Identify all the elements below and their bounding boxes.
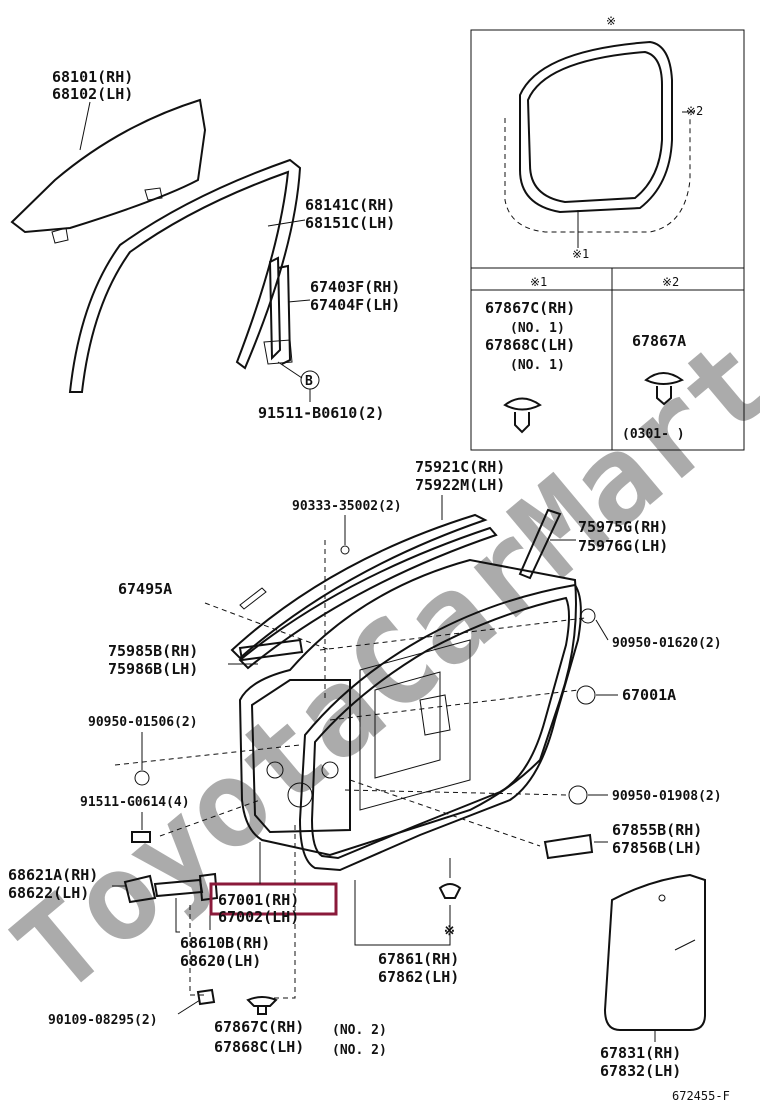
- label-pad-lh: 67856B(LH): [612, 839, 702, 857]
- inset-col1-line4: (NO. 1): [510, 358, 565, 373]
- label-hinge-lh: 68620(LH): [180, 952, 261, 970]
- label-belt-lh: 75922M(LH): [415, 476, 505, 494]
- pillar-moulding: [518, 508, 562, 580]
- screw-90109: [196, 988, 216, 1006]
- label-bolt-g: 91511-G0614(4): [80, 795, 190, 810]
- label-pad-rh: 67855B(RH): [612, 821, 702, 839]
- door-label-highlight: [209, 882, 338, 916]
- label-moulding-lh: 75976G(LH): [578, 537, 668, 555]
- label-no2-b: (NO. 2): [332, 1043, 387, 1058]
- door-weatherstrip: [298, 583, 582, 872]
- label-door-rh: 67001(RH): [218, 891, 299, 909]
- label-clip2-lh: 67868C(LH): [214, 1038, 304, 1056]
- label-film-lh: 67832(LH): [600, 1062, 681, 1080]
- tape-piece: [239, 587, 267, 610]
- label-door-lh: 67002(LH): [218, 908, 299, 926]
- inset-marker-1: ※1: [572, 247, 589, 261]
- belt-moulding: [230, 513, 498, 670]
- label-check-rh: 68621A(RH): [8, 866, 98, 884]
- door-check: [123, 872, 219, 904]
- weatherstrip-clip: [438, 883, 462, 899]
- clip-67867c-no2: [246, 996, 278, 1015]
- frame-sash: [263, 256, 293, 365]
- label-plug-01908: 90950-01908(2): [612, 789, 722, 804]
- label-panel-plug: 67001A: [622, 686, 676, 704]
- inset-col2-line1: 67867A: [632, 332, 686, 350]
- label-bolt-b: 91511-B0610(2): [258, 404, 384, 422]
- label-frame-lh: 67404F(LH): [310, 296, 400, 314]
- service-hole-cover: [603, 873, 706, 1031]
- star-bottom: ※: [444, 924, 455, 939]
- clip-90333: [340, 545, 350, 555]
- silencer-pad: [543, 833, 594, 860]
- label-glass-rh: 68101(RH): [52, 68, 133, 86]
- inset-col1-line1: 67867C(RH): [485, 299, 575, 317]
- label-weatherstrip-lh: 67862(LH): [378, 968, 459, 986]
- inset-weatherstrip: [519, 40, 673, 214]
- door-glass: [10, 98, 207, 244]
- glass-run: [68, 158, 302, 393]
- inset-col2-line2: (0301- ): [622, 427, 685, 442]
- label-tape: 67495A: [118, 580, 172, 598]
- front-door-panel: [238, 558, 577, 857]
- label-run-lh: 68151C(LH): [305, 214, 395, 232]
- diagram-id: 672455-F: [672, 1089, 730, 1103]
- garnish-strip: [238, 638, 304, 662]
- label-clip-90333: 90333-35002(2): [292, 499, 402, 514]
- label-hinge-rh: 68610B(RH): [180, 934, 270, 952]
- label-clip2-rh: 67867C(RH): [214, 1018, 304, 1036]
- label-belt-rh: 75921C(RH): [415, 458, 505, 476]
- label-garnish-lh: 75986B(LH): [108, 660, 198, 678]
- inset-clip-67867a: [644, 372, 685, 406]
- inset-box: ※ ※2 ※1 ※1 ※2 67867C(RH) (NO. 1) 67868C(…: [470, 14, 745, 451]
- inset-marker-2: ※2: [686, 104, 703, 118]
- plug-67001a: [576, 685, 596, 705]
- plug-90950-01908: [568, 785, 588, 805]
- label-screw: 90109-08295(2): [48, 1013, 158, 1028]
- label-frame-rh: 67403F(RH): [310, 278, 400, 296]
- inset-marker: ※: [606, 14, 616, 28]
- bolt-91511-g0614: [131, 831, 151, 843]
- plug-90950-01506: [134, 770, 150, 786]
- label-moulding-rh: 75975G(RH): [578, 518, 668, 536]
- label-glass-lh: 68102(LH): [52, 85, 133, 103]
- label-plug-01620: 90950-01620(2): [612, 636, 722, 651]
- label-garnish-rh: 75985B(RH): [108, 642, 198, 660]
- inset-col1-line3: 67868C(LH): [485, 336, 575, 354]
- label-no2-a: (NO. 2): [332, 1023, 387, 1038]
- label-run-rh: 68141C(RH): [305, 196, 395, 214]
- label-plug-01506: 90950-01506(2): [88, 715, 198, 730]
- inset-col1-header: ※1: [530, 275, 547, 289]
- label-film-rh: 67831(RH): [600, 1044, 681, 1062]
- inset-col1-line2: (NO. 1): [510, 321, 565, 336]
- label-check-lh: 68622(LH): [8, 884, 89, 902]
- inset-clip-no1: [503, 397, 542, 434]
- b-marker: B: [305, 374, 313, 389]
- inset-col2-header: ※2: [662, 275, 679, 289]
- plug-90950-01620: [580, 608, 596, 624]
- label-weatherstrip-rh: 67861(RH): [378, 950, 459, 968]
